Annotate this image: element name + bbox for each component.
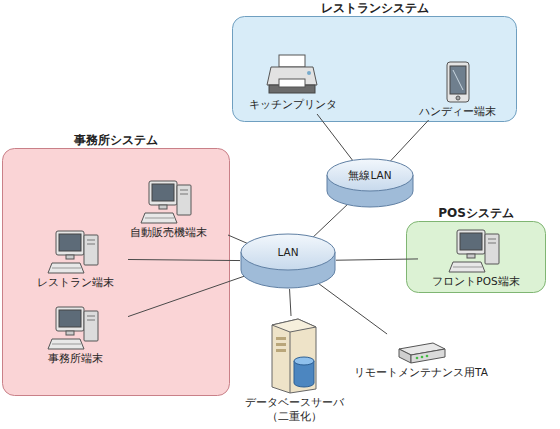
device-node: 事務所端末 bbox=[22, 296, 128, 374]
server-icon bbox=[264, 317, 324, 395]
handy-icon bbox=[444, 60, 472, 104]
hub-disc bbox=[240, 233, 336, 289]
link-line bbox=[336, 259, 418, 260]
ta-icon bbox=[395, 339, 447, 365]
device-node: データベースサーバ （二重化） bbox=[236, 316, 352, 424]
device-node: 自動販売機端末 bbox=[108, 166, 228, 252]
node-label: 事務所端末 bbox=[48, 351, 103, 365]
node-label: データベースサーバ （二重化） bbox=[236, 395, 352, 423]
pc-icon bbox=[447, 228, 505, 274]
network-link bbox=[391, 120, 429, 161]
system-region: POSシステムフロントPOS端末 bbox=[406, 221, 546, 293]
link-line bbox=[318, 283, 387, 334]
network-link bbox=[313, 204, 347, 237]
node-label: キッチンプリンタ bbox=[249, 97, 337, 111]
network-hub: 無線LAN bbox=[326, 158, 414, 208]
link-line bbox=[290, 289, 291, 316]
pc-icon bbox=[46, 305, 104, 351]
network-link bbox=[228, 235, 249, 244]
link-line bbox=[128, 275, 247, 316]
network-link bbox=[317, 114, 352, 160]
device-node: リモートメンテナンス用TA bbox=[346, 334, 496, 384]
network-link bbox=[128, 275, 247, 316]
pc-icon bbox=[139, 179, 197, 225]
link-line bbox=[317, 114, 352, 160]
device-node: レストラン端末 bbox=[22, 220, 128, 298]
device-node: ハンディー端末 bbox=[410, 58, 505, 120]
device-node: フロントPOS端末 bbox=[418, 226, 534, 290]
network-link bbox=[290, 289, 291, 316]
device-node: キッチンプリンタ bbox=[245, 50, 341, 114]
region-fill bbox=[407, 222, 546, 293]
system-region: 事務所システム自動販売機端末レストラン端末事務所端末 bbox=[2, 148, 230, 396]
node-label: LAN bbox=[277, 245, 298, 259]
link-line bbox=[128, 259, 240, 260]
printer-icon bbox=[265, 53, 321, 97]
network-link bbox=[336, 259, 418, 260]
link-line bbox=[391, 120, 429, 161]
pc-icon bbox=[46, 229, 104, 275]
region-title: レストランシステム bbox=[213, 0, 536, 17]
network-link bbox=[318, 283, 387, 334]
node-label: 自動販売機端末 bbox=[130, 225, 207, 239]
region-fill bbox=[233, 17, 517, 122]
network-link bbox=[128, 259, 240, 260]
region-fill bbox=[3, 149, 230, 396]
hub-disc bbox=[326, 158, 414, 208]
node-label: ハンディー端末 bbox=[419, 104, 496, 118]
node-label: リモートメンテナンス用TA bbox=[354, 365, 488, 379]
region-title: 事務所システム bbox=[0, 132, 249, 149]
system-region: レストランシステムキッチンプリンタハンディー端末 bbox=[232, 16, 517, 122]
link-line bbox=[228, 235, 249, 244]
node-label: レストラン端末 bbox=[37, 275, 114, 289]
node-label: 無線LAN bbox=[348, 168, 391, 182]
node-label: フロントPOS端末 bbox=[432, 274, 519, 288]
network-hub: LAN bbox=[240, 233, 336, 289]
region-title: POSシステム bbox=[387, 205, 560, 222]
link-line bbox=[313, 204, 347, 237]
